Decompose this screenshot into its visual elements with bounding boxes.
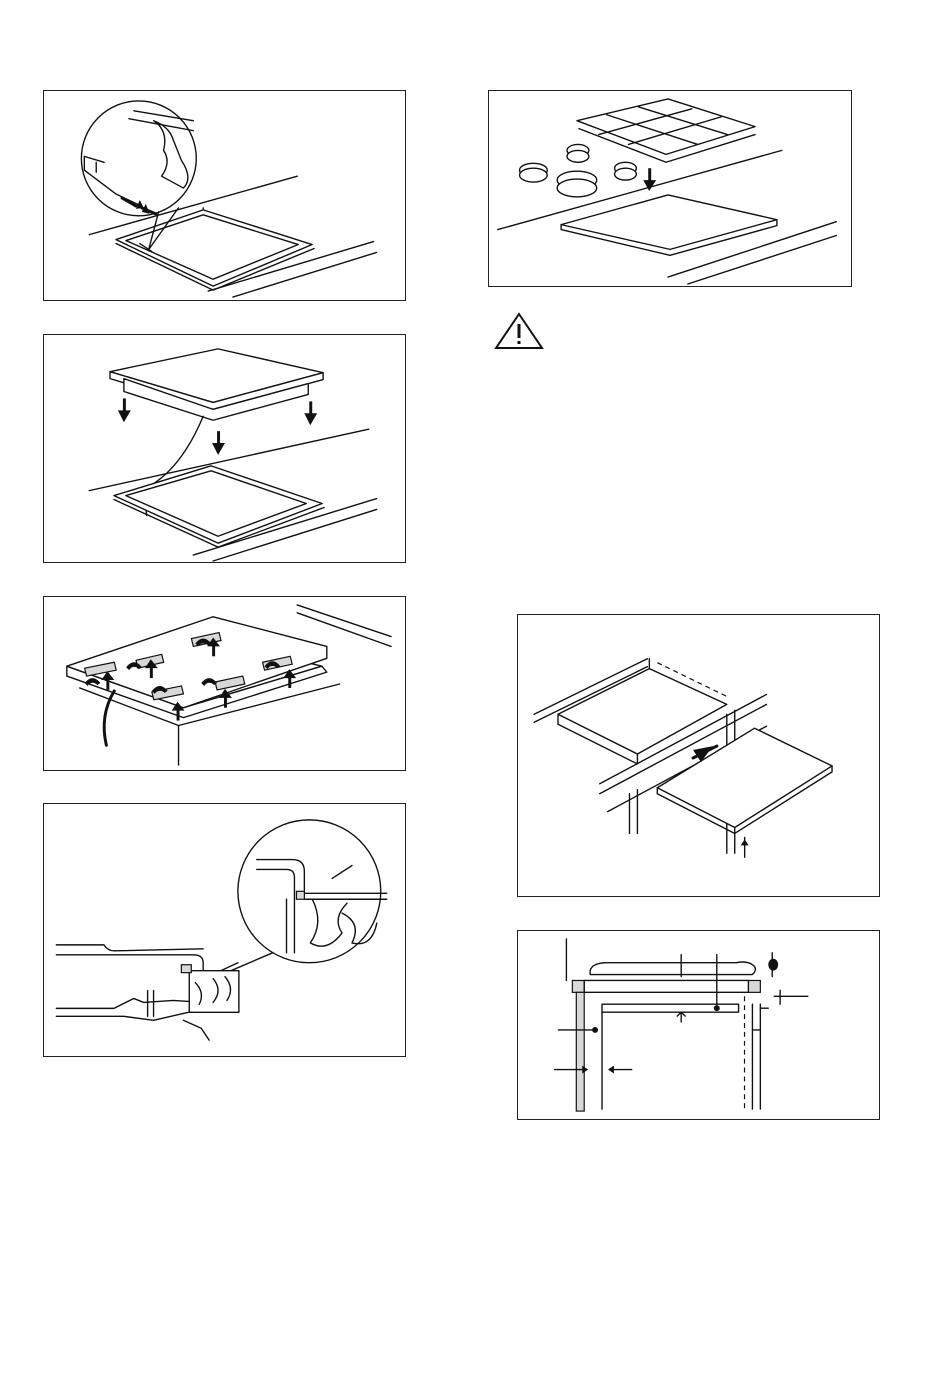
hob-insertion-illustration — [518, 615, 879, 896]
pan-supports-illustration — [489, 91, 851, 286]
installation-dimensions-illustration — [518, 931, 879, 1119]
fixing-brackets-illustration — [44, 597, 405, 770]
seal-application-illustration — [44, 91, 405, 300]
figure-fixing-brackets — [43, 596, 406, 771]
hob-lowering-illustration — [44, 335, 405, 562]
figure-hob-lowering — [43, 334, 406, 563]
figure-hob-insertion — [517, 614, 880, 897]
figure-installation-dimensions — [517, 930, 880, 1120]
figure-pan-supports-removal — [488, 90, 852, 287]
warning-triangle-icon — [494, 312, 544, 350]
figure-edge-seal-section — [43, 803, 406, 1057]
edge-seal-section-illustration — [44, 804, 405, 1056]
figure-seal-application — [43, 90, 406, 301]
